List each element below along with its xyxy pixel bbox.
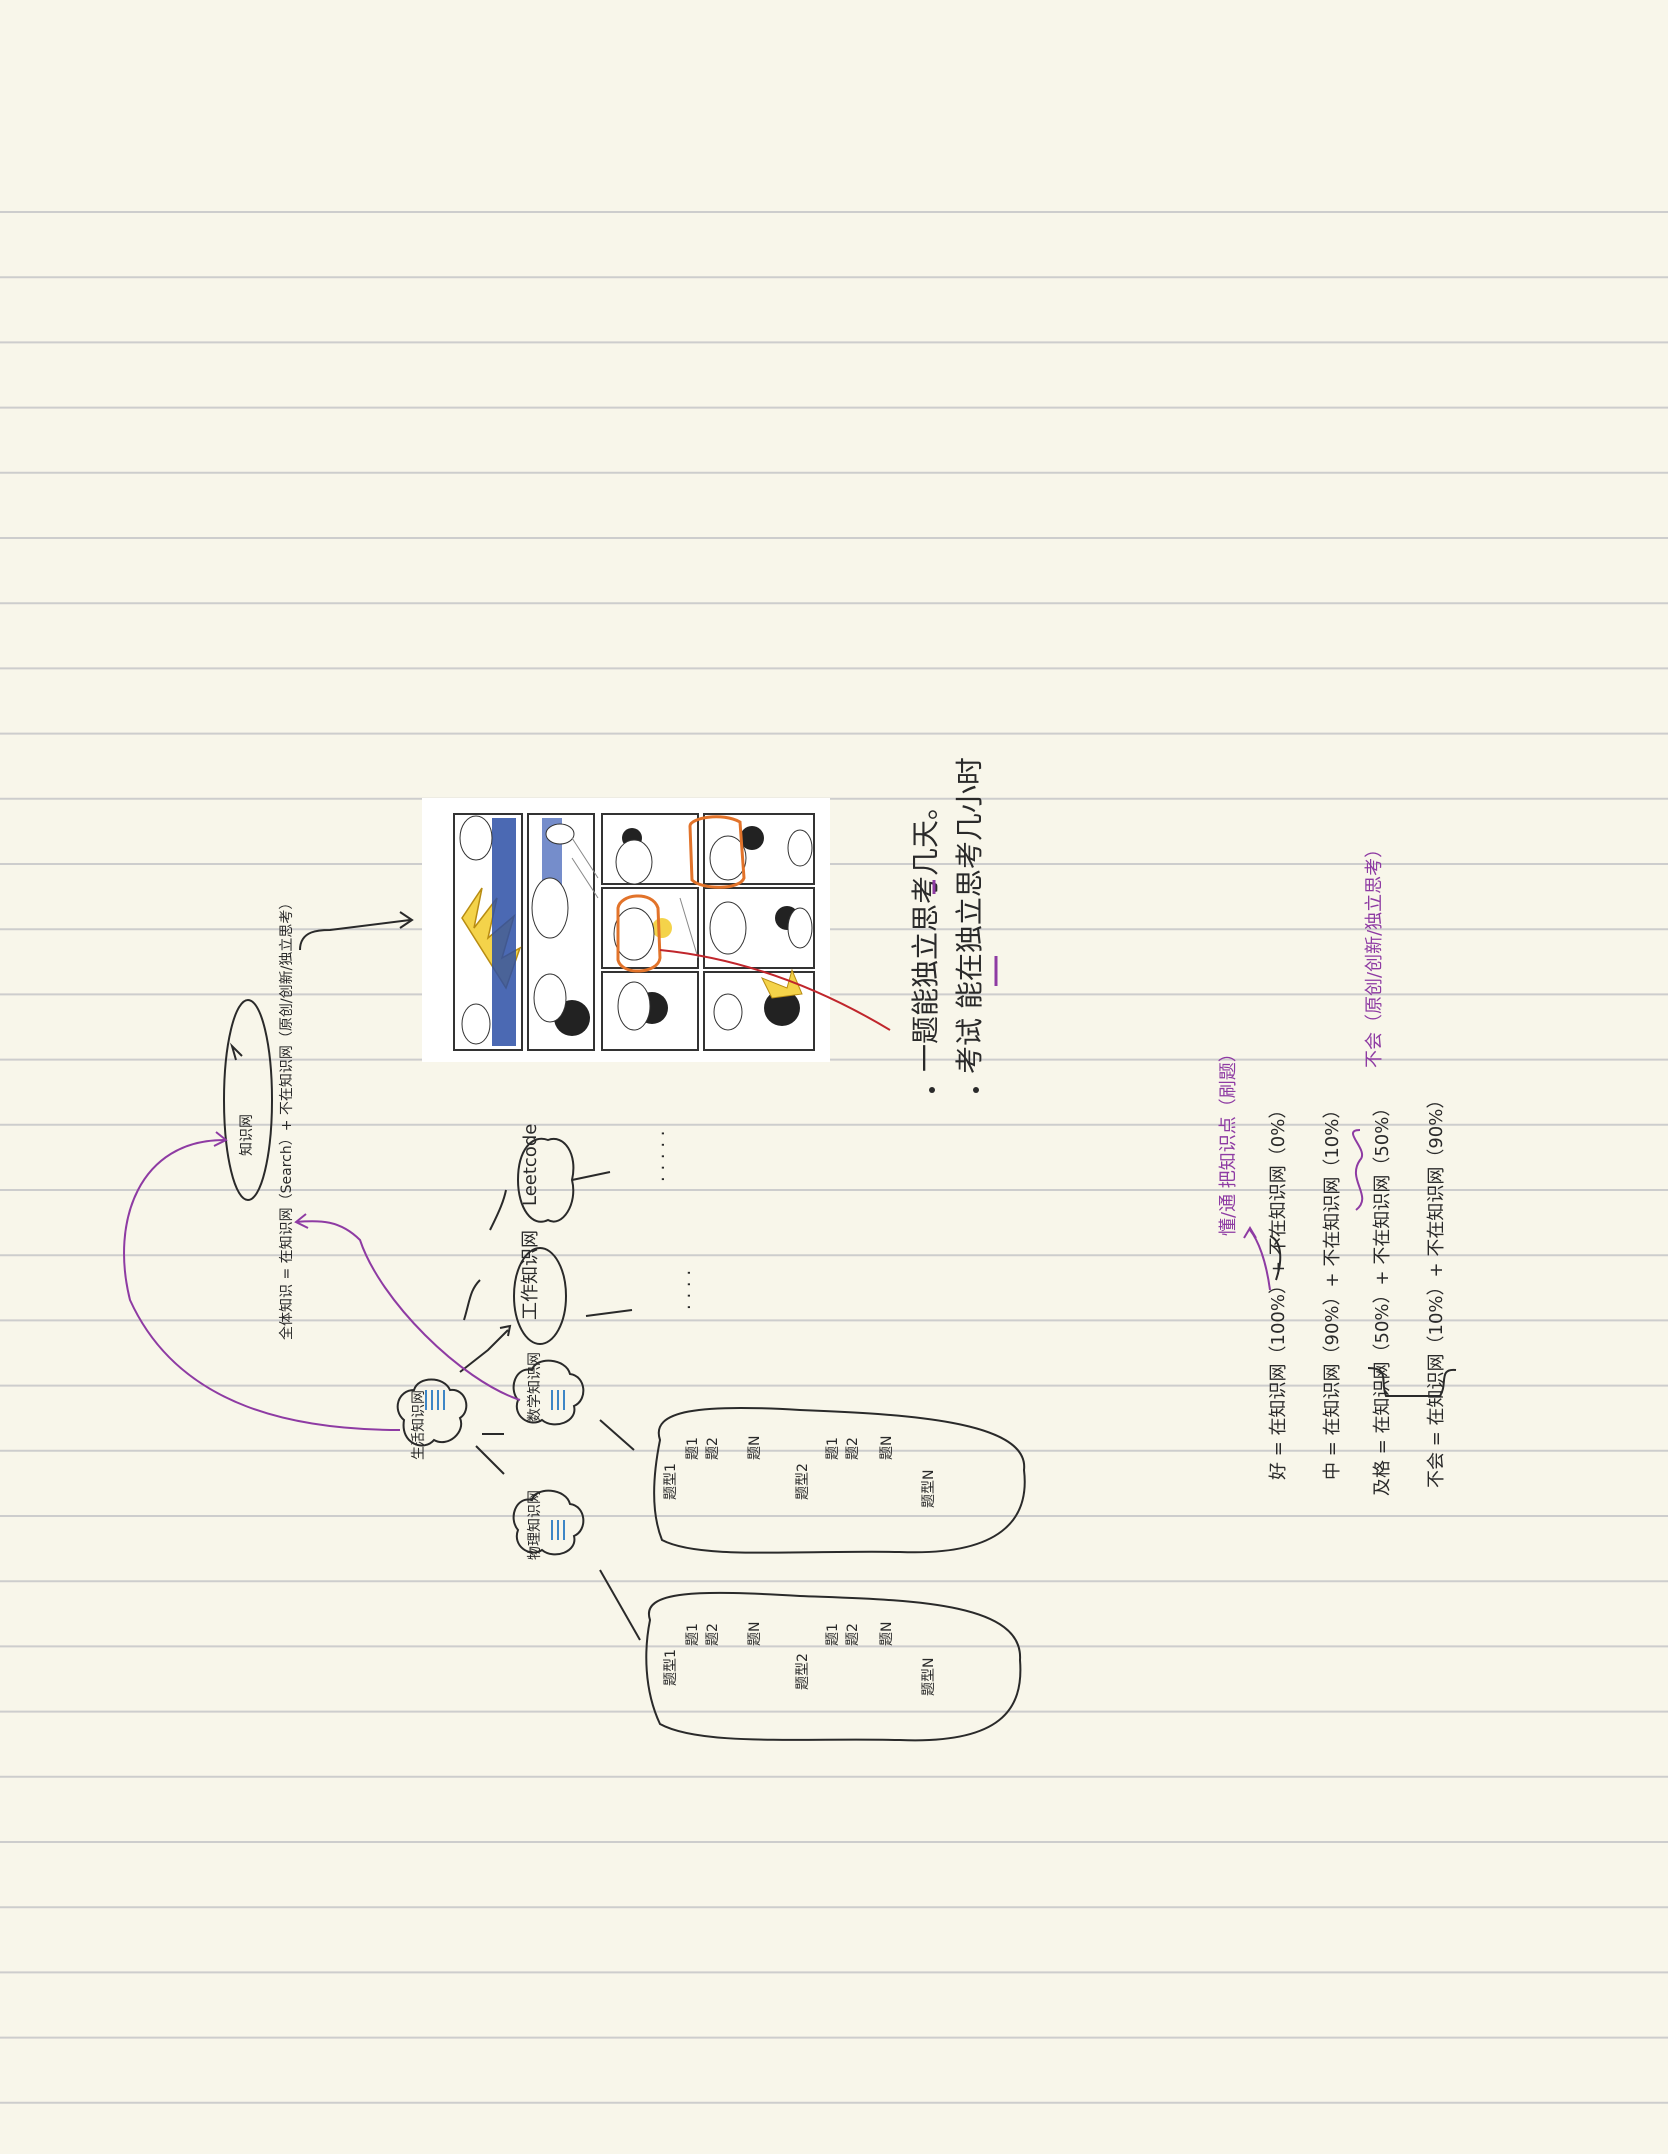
qN-b: 题N — [747, 1621, 763, 1646]
type1-a: 题型1 — [663, 1463, 679, 1500]
typeN-b: 题型N — [921, 1657, 937, 1696]
type1-b: 题型1 — [663, 1649, 679, 1686]
q1-b2: 题1 — [825, 1623, 841, 1646]
purple-right-note: 不会（原创/创新/独立思考） — [1364, 839, 1385, 1068]
grade-line-fail: 不会 = 在知识网（10%）+ 不在知识网（90%） — [1426, 1090, 1447, 1488]
qN-a2: 题N — [879, 1435, 895, 1460]
q1-a: 题1 — [685, 1437, 701, 1460]
q1-a2: 题1 — [825, 1437, 841, 1460]
type2-b: 题型2 — [795, 1653, 811, 1690]
qN-a: 题N — [747, 1435, 763, 1460]
physics-knowledge-label: 物理知识网 — [527, 1490, 543, 1560]
side-note-exam: 考试 能在独立思考几小时 — [953, 757, 986, 1074]
side-note-days: 一题能独立思考几天。 — [909, 791, 942, 1072]
dots-row-2: . . . . — [674, 1269, 695, 1310]
q1-b: 题1 — [685, 1623, 701, 1646]
math-knowledge-label: 数学知识网 — [527, 1352, 543, 1422]
grade-line-medium: 中 = 在知识网（90%）+ 不在知识网（10%） — [1322, 1100, 1343, 1480]
grade-line-pass: 及格 = 在知识网（50%）+ 不在知识网（50%） — [1372, 1098, 1393, 1496]
q2-b2: 题2 — [845, 1623, 861, 1646]
work-knowledge-label: 工作知识网 — [520, 1230, 541, 1320]
q2-b: 题2 — [705, 1623, 721, 1646]
life-knowledge-label: 生活知识网 — [411, 1390, 427, 1460]
knowledge-net-label: 知识网 — [239, 1114, 255, 1156]
typeN-a: 题型N — [921, 1469, 937, 1508]
leetcode-label: Leetcode — [520, 1123, 541, 1206]
qN-b2: 题N — [879, 1621, 895, 1646]
q2-a2: 题2 — [845, 1437, 861, 1460]
comic-panels — [422, 798, 830, 1062]
grade-line-good: 好 = 在知识网（100%）+ 不在知识网（0%） — [1268, 1100, 1289, 1480]
comic-image — [422, 798, 830, 1062]
formula-total-knowledge: 全体知识 = 在知识网（Search）+ 不在知识网（原创/创新/独立思考） — [279, 895, 295, 1340]
dots-row-1: . . . . . — [648, 1130, 669, 1183]
q2-a: 题2 — [705, 1437, 721, 1460]
type2-a: 题型2 — [795, 1463, 811, 1500]
purple-header: 懂/通 把知识点（刷题） — [1218, 1044, 1239, 1236]
